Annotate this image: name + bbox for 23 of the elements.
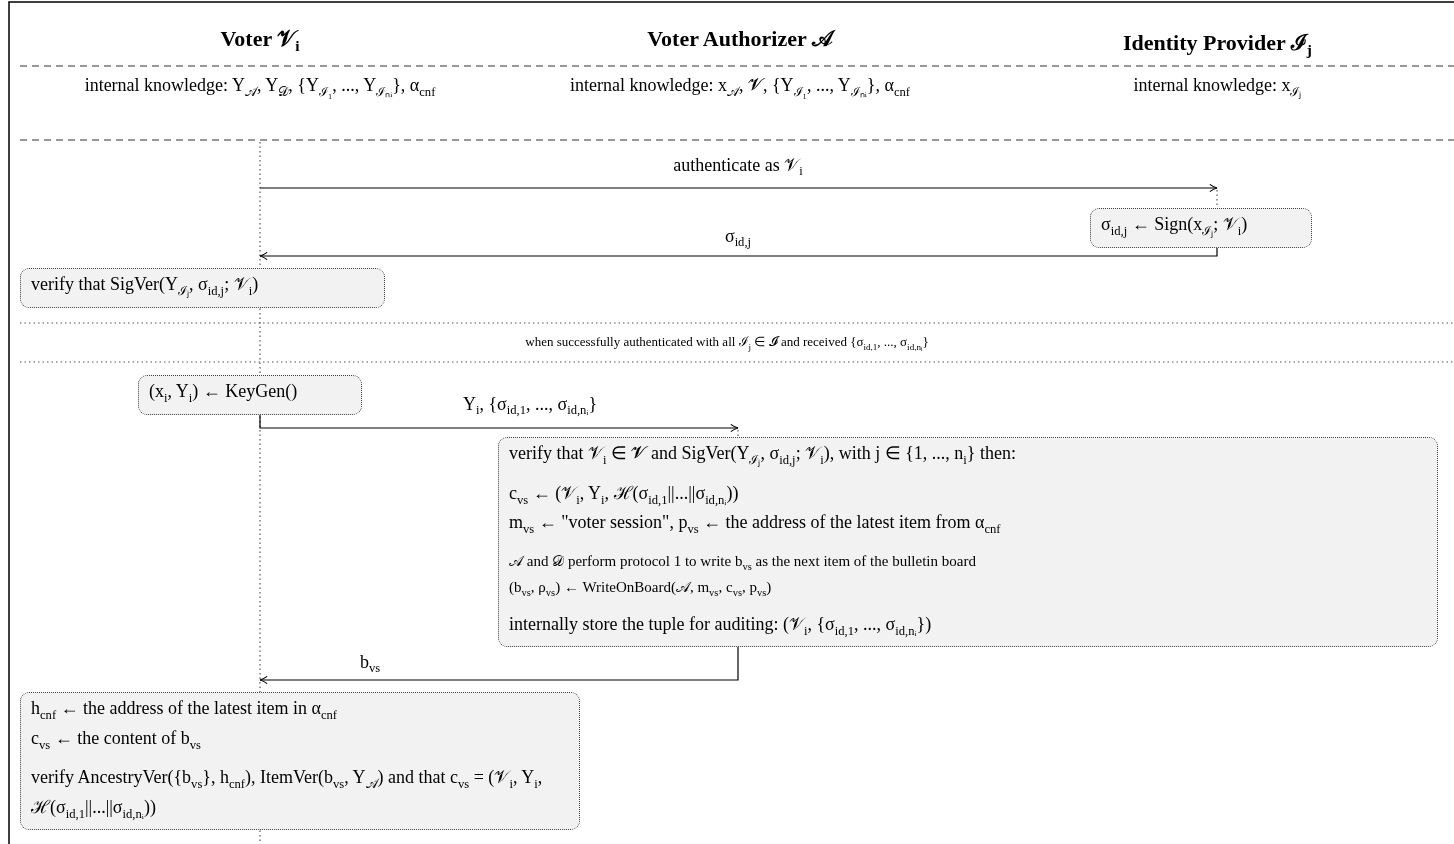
action-text: (x$_{i}$, Y$_{i}$) ← KeyGen() <box>149 380 299 407</box>
action-box <box>138 375 362 415</box>
participant-name: Voter 𝒱$_{i}$ <box>219 26 301 56</box>
action-box <box>20 692 580 831</box>
action-text: internally store the tuple for auditing: (𝒱$_{i}$, {σ$_{id,1}$, ..., σ$_{id,nᵢ}$}) <box>509 612 933 640</box>
action-text: c$_{vs}$ ← (𝒱$_{i}$, Y$_{i}$, ℋ(σ$_{id,1}$||...||σ$_{id,nᵢ}$)) <box>509 481 740 509</box>
action-text: c$_{vs}$ ← the content of b$_{vs}$ <box>31 726 202 754</box>
action-text: verify that 𝒱$_{i}$ ∈ 𝓥 and SigVer(Y$_{ℐⱼ}$, σ$_{id,j}$; 𝒱$_{i}$), with j ∈ {1, ..., n$_{i}$} then: <box>509 442 1017 469</box>
action-box <box>498 437 1438 648</box>
knowledge-text: internal knowledge: Y$_{𝒜}$, Y$_{𝒟}$, {Y$_{ℐ₁}$, ..., Y$_{ℐₙᵢ}$}, α$_{cnf}$ <box>83 74 437 101</box>
knowledge-text: internal knowledge: x$_{𝒜}$, 𝓥, {Y$_{ℐ₁}$, ..., Y$_{ℐₙᵢ}$}, α$_{cnf}$ <box>568 74 912 101</box>
action-box <box>1090 208 1312 248</box>
knowledge-text: internal knowledge: x$_{ℐⱼ}$ <box>1132 74 1303 101</box>
action-text: σ$_{id,j}$ ← Sign(x$_{ℐⱼ}$; 𝒱$_{i}$) <box>1101 213 1249 240</box>
action-text: verify that SigVer(Y$_{ℐⱼ}$, σ$_{id,j}$; 𝒱$_{i}$) <box>31 273 260 300</box>
action-text: verify AncestryVer({b$_{vs}$}, h$_{cnf}$), ItemVer(b$_{vs}$, Y$_{𝒜}$) and that c$_{vs}$ = (𝒱$_{i}$, Y$_{i}$, ℋ(σ$_{id,1}$||...||σ$_{id,nᵢ}$)) <box>31 766 544 823</box>
action-box <box>20 268 385 308</box>
action-text: m$_{vs}$ ← "voter session", p$_{vs}$ ← the address of the latest item from α$_{cnf}$ <box>509 511 1002 538</box>
action-text: h$_{cnf}$ ← the address of the latest item in α$_{cnf}$ <box>31 697 339 724</box>
participant-name: Voter Authorizer 𝒜 <box>530 26 950 52</box>
participant-name: Identity Provider ℐ$_{j}$ <box>1122 29 1313 60</box>
action-text: (b$_{vs}$, ρ$_{vs}$) ← WriteOnBoard(𝒜, m$_{vs}$, c$_{vs}$, p$_{vs}$) <box>509 577 773 600</box>
action-text: 𝒜 and 𝒟 perform protocol 1 to write b$_{vs}$ as the next item of the bulletin board <box>509 551 977 574</box>
